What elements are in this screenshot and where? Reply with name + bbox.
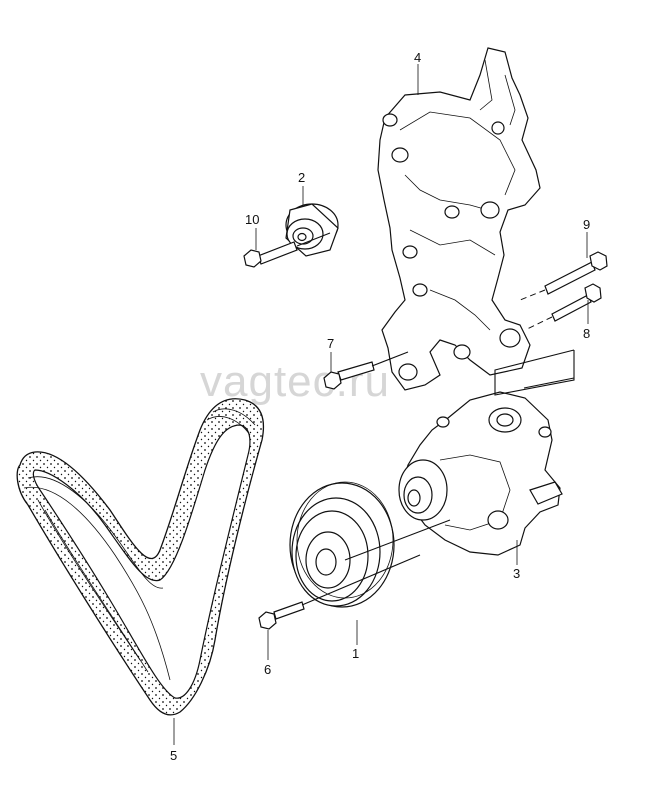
watermark: vagtec.ru [200, 357, 390, 406]
callout-2: 2 [298, 170, 305, 185]
assembly-lines [173, 64, 589, 745]
callout-5: 5 [170, 748, 177, 763]
bolt-8-part [551, 283, 602, 322]
bolt-9-part [544, 251, 608, 295]
bolt-7-part [323, 361, 375, 390]
idler-pulley-part [285, 203, 339, 257]
bracket-part [377, 47, 541, 391]
callout-3: 3 [513, 566, 520, 581]
callout-8: 8 [583, 326, 590, 341]
bolt-6-part [258, 601, 305, 630]
callout-9: 9 [583, 217, 590, 232]
callout-10: 10 [245, 212, 259, 227]
callout-6: 6 [264, 662, 271, 677]
bolt-10-part [243, 241, 298, 268]
callout-1: 1 [352, 646, 359, 661]
drive-belt-part [16, 398, 265, 716]
callout-labels: 2 4 10 9 8 7 3 1 6 5 [170, 50, 590, 763]
pump-part [398, 391, 563, 556]
callout-7: 7 [327, 336, 334, 351]
pump-pulley-part [289, 481, 395, 608]
callout-4: 4 [414, 50, 421, 65]
